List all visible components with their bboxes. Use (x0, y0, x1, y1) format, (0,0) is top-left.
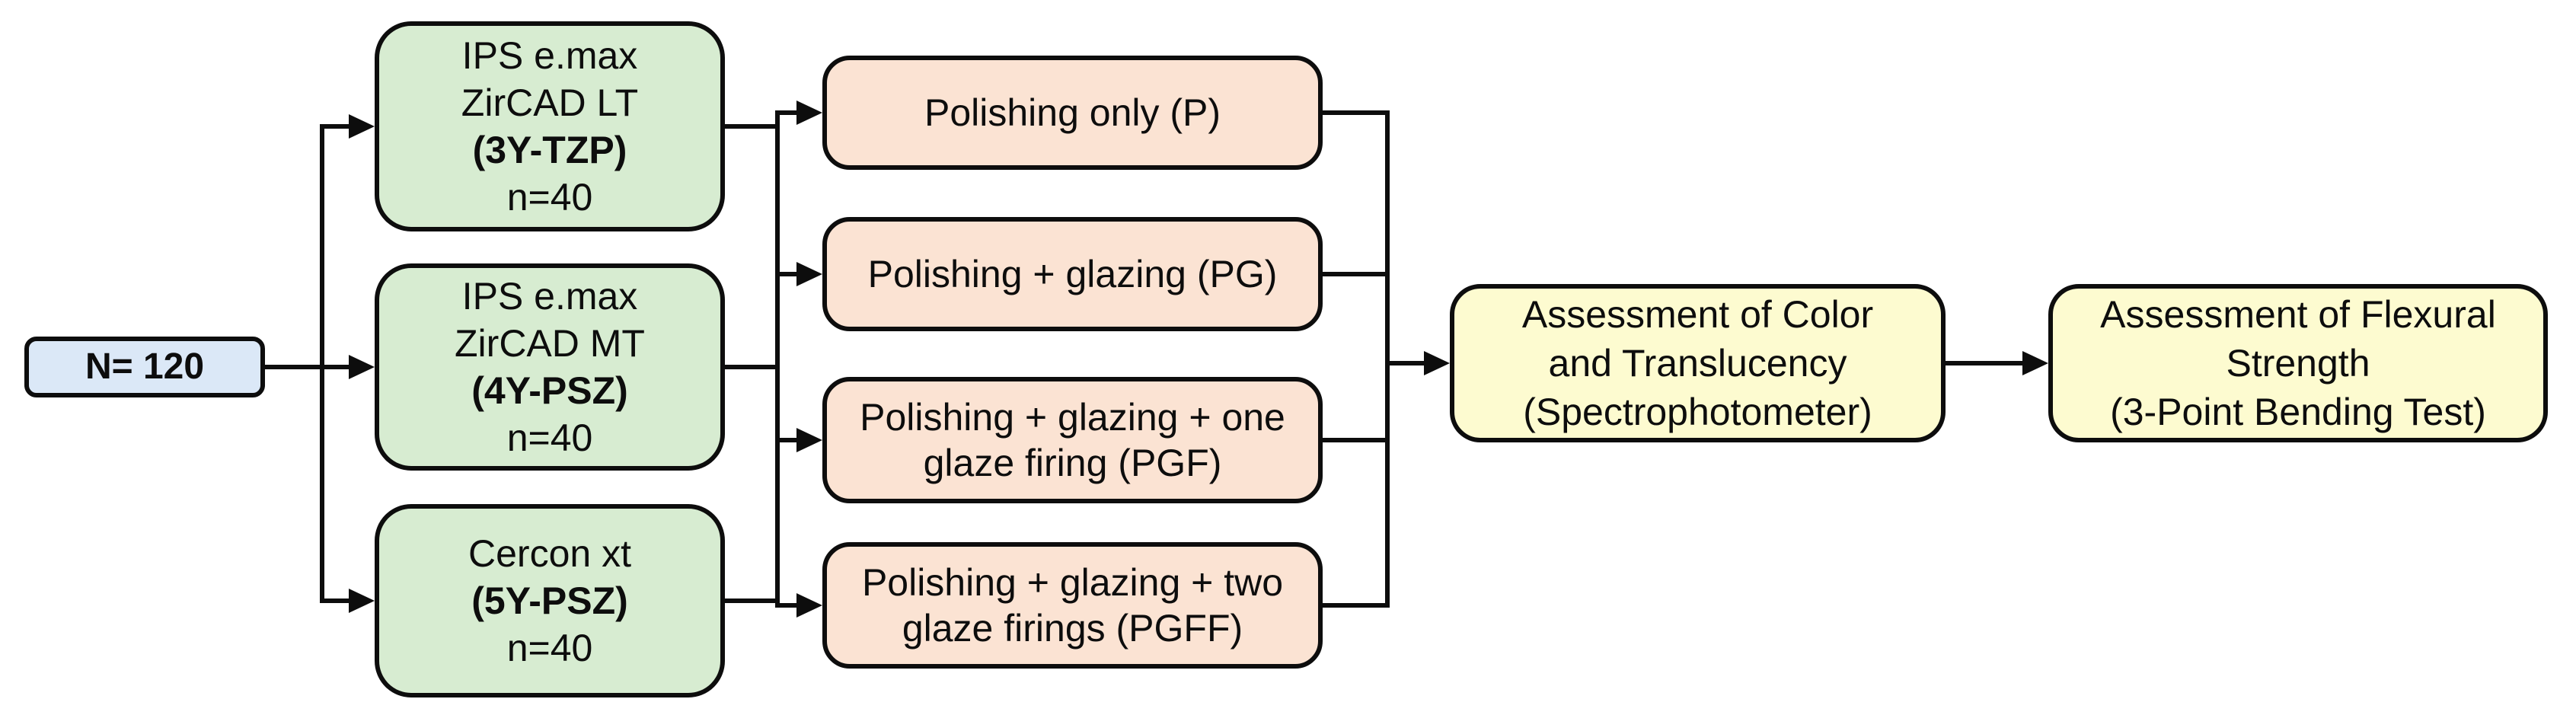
connector-branch-treatment-2 (775, 272, 798, 276)
arrow-into-assessment-2-icon (2022, 351, 2048, 375)
material-name-line: ZirCAD MT (455, 322, 645, 365)
connector-branch-material-1 (320, 124, 350, 129)
connector-into-assessment-1 (1385, 361, 1425, 365)
sample-size-box: N= 120 (24, 337, 265, 397)
connector-treatment-1-out (1323, 110, 1390, 115)
arrow-into-treatment-3-icon (796, 428, 822, 452)
assessment-line: Assessment of Color (1521, 293, 1874, 336)
connector-material-1-out (725, 124, 780, 129)
material-box-5y-psz: Cercon xt (5Y-PSZ) n=40 (375, 504, 725, 697)
material-code: (3Y-TZP) (472, 129, 627, 171)
material-name-line: IPS e.max (461, 275, 638, 318)
arrow-into-material-3-icon (349, 589, 375, 613)
connector-material-3-out (725, 598, 780, 603)
assessment-flexural-strength-box: Assessment of Flexural Strength (3-Point… (2048, 284, 2548, 442)
connector-into-assessment-2 (1946, 361, 2024, 365)
arrow-into-treatment-4-icon (796, 593, 822, 618)
connector-material-2-out (725, 365, 780, 369)
material-box-4y-psz: IPS e.max ZirCAD MT (4Y-PSZ) n=40 (375, 263, 725, 471)
treatment-box-pgff: Polishing + glazing + two glaze firings … (822, 542, 1323, 669)
sample-size-label: N= 120 (85, 346, 205, 387)
arrow-into-assessment-1-icon (1424, 351, 1450, 375)
assessment-line: and Translucency (1548, 342, 1847, 385)
material-code: (4Y-PSZ) (471, 369, 628, 412)
connector-branch-treatment-4 (775, 603, 798, 608)
connector-branch-treatment-1 (775, 110, 798, 115)
material-name-line: Cercon xt (468, 532, 631, 575)
material-name-line: IPS e.max (461, 34, 638, 77)
assessment-method: (Spectrophotometer) (1523, 391, 1872, 433)
treatment-box-pg: Polishing + glazing (PG) (822, 217, 1323, 331)
assessment-method: (3-Point Bending Test) (2110, 391, 2486, 433)
arrow-into-treatment-2-icon (796, 262, 822, 286)
assessment-line: Assessment of Flexural (2100, 293, 2496, 336)
treatment-label: Polishing + glazing + one glaze firing (… (860, 396, 1285, 484)
treatment-label: Polishing + glazing + two glaze firings … (861, 561, 1284, 650)
material-code: (5Y-PSZ) (471, 579, 628, 622)
arrow-into-material-2-icon (349, 355, 375, 379)
material-box-3y-tzp: IPS e.max ZirCAD LT (3Y-TZP) n=40 (375, 21, 725, 231)
material-count: n=40 (506, 176, 593, 219)
material-count: n=40 (506, 627, 593, 669)
connector-merge-trunk (1385, 110, 1390, 608)
connector-treatments-trunk (775, 110, 780, 608)
treatment-label: Polishing + glazing (PG) (867, 253, 1278, 295)
connector-branch-treatment-3 (775, 438, 798, 442)
assessment-line: Strength (2226, 342, 2370, 385)
assessment-color-translucency-box: Assessment of Color and Translucency (Sp… (1450, 284, 1946, 442)
treatment-label: Polishing only (P) (924, 91, 1221, 134)
connector-treatment-4-out (1323, 603, 1390, 608)
arrow-into-material-1-icon (349, 114, 375, 139)
connector-treatment-2-out (1323, 272, 1390, 276)
connector-branch-material-3 (320, 598, 350, 603)
material-count: n=40 (506, 417, 593, 459)
material-name-line: ZirCAD LT (461, 81, 639, 124)
arrow-into-treatment-1-icon (796, 101, 822, 125)
connector-treatment-3-out (1323, 438, 1390, 442)
connector-materials-trunk (320, 124, 324, 603)
connector-sample-out (265, 365, 355, 369)
treatment-box-pgf: Polishing + glazing + one glaze firing (… (822, 377, 1323, 503)
treatment-box-p: Polishing only (P) (822, 56, 1323, 170)
